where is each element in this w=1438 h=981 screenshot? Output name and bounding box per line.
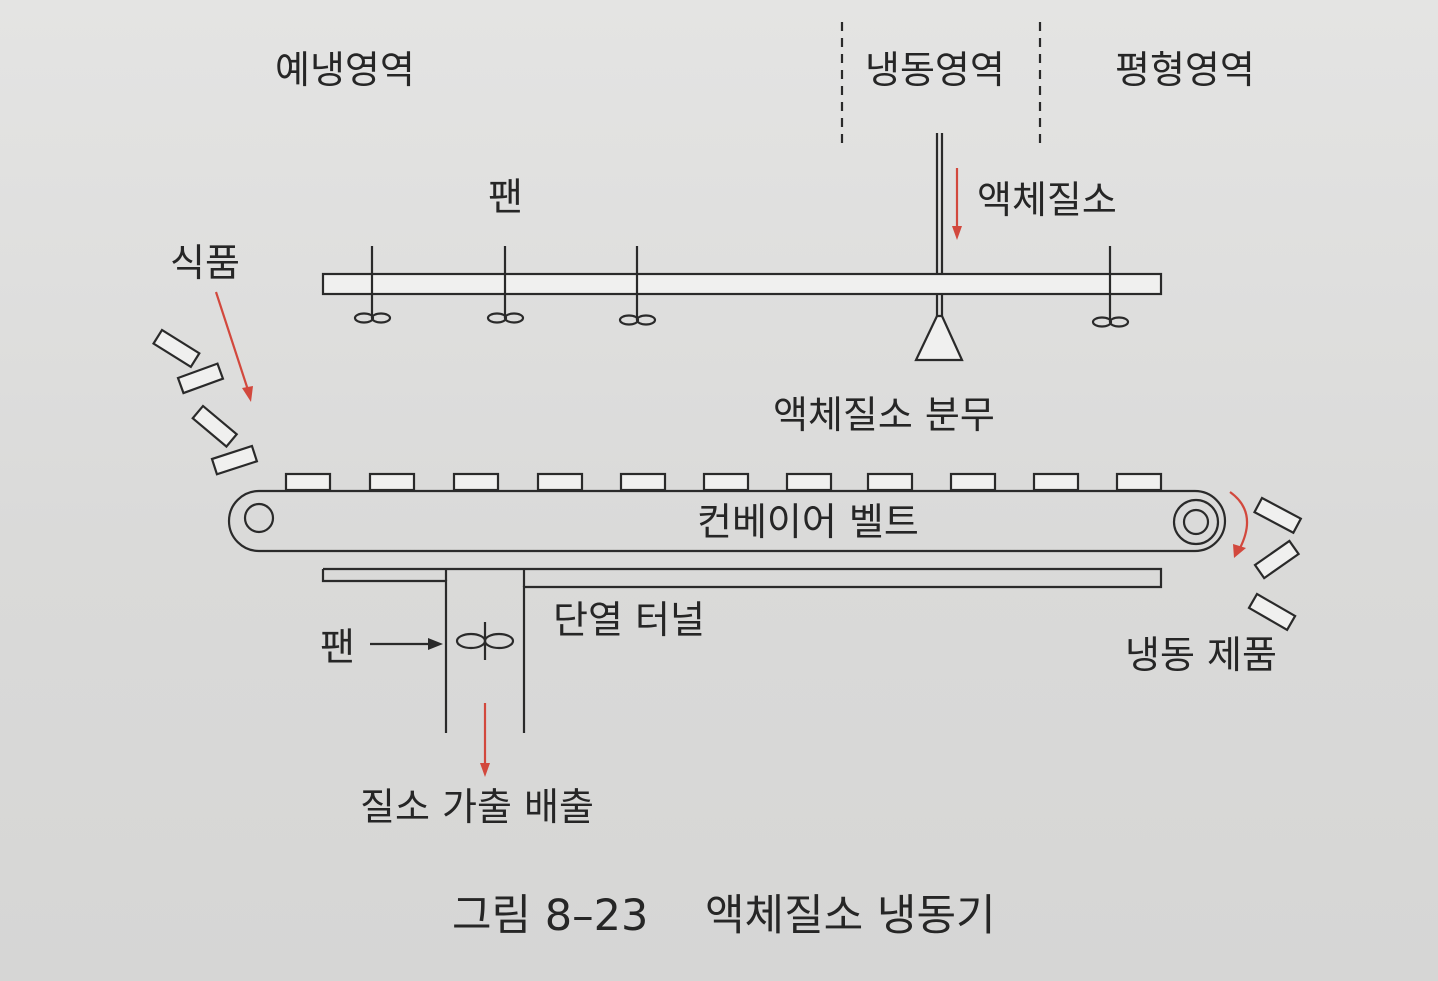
- insulated-tunnel: [321, 567, 1163, 733]
- bottom-fan-label: 팬: [320, 625, 355, 669]
- conveyor-belt: [227, 489, 1227, 553]
- fan-icon: [1091, 246, 1130, 328]
- frozen-product-item: [1253, 539, 1301, 580]
- exit-direction-arrow: [1229, 491, 1249, 549]
- food-on-belt: [284, 472, 1163, 492]
- top-duct-bar: [321, 272, 1163, 296]
- liquid-nitrogen-label: 액체질소: [977, 178, 1117, 222]
- region-label-freeze: 냉동영역: [865, 48, 1005, 92]
- figure-title: 액체질소 냉동기: [705, 891, 996, 941]
- food-item: [176, 362, 225, 395]
- fan-icon: [353, 246, 392, 324]
- food-item: [210, 444, 259, 476]
- nitrogen-spray-label: 액체질소 분무: [773, 393, 995, 437]
- exhaust-fan-icon: [455, 622, 515, 660]
- spray-nozzle-icon: [914, 314, 964, 362]
- fan-icon: [618, 246, 657, 326]
- food-item: [152, 328, 201, 369]
- conveyor-belt-label: 컨베이어 벨트: [697, 500, 919, 544]
- frozen-product-item: [1247, 592, 1297, 632]
- figure-number: 그림 8–23: [452, 891, 648, 941]
- insulated-tunnel-label: 단열 터널: [553, 598, 705, 642]
- frozen-product-label: 냉동 제품: [1125, 633, 1277, 677]
- top-fan-label: 팬: [488, 175, 523, 219]
- fan-icon: [486, 246, 525, 324]
- region-label-equilibrium: 평형영역: [1115, 48, 1255, 92]
- nitrogen-exhaust-label: 질소 가출 배출: [360, 785, 594, 829]
- frozen-product-item: [1253, 496, 1303, 535]
- food-label: 식품: [170, 241, 240, 285]
- food-item: [191, 404, 239, 449]
- region-label-precool: 예냉영역: [275, 48, 415, 92]
- food-inflow-arrow: [214, 291, 250, 391]
